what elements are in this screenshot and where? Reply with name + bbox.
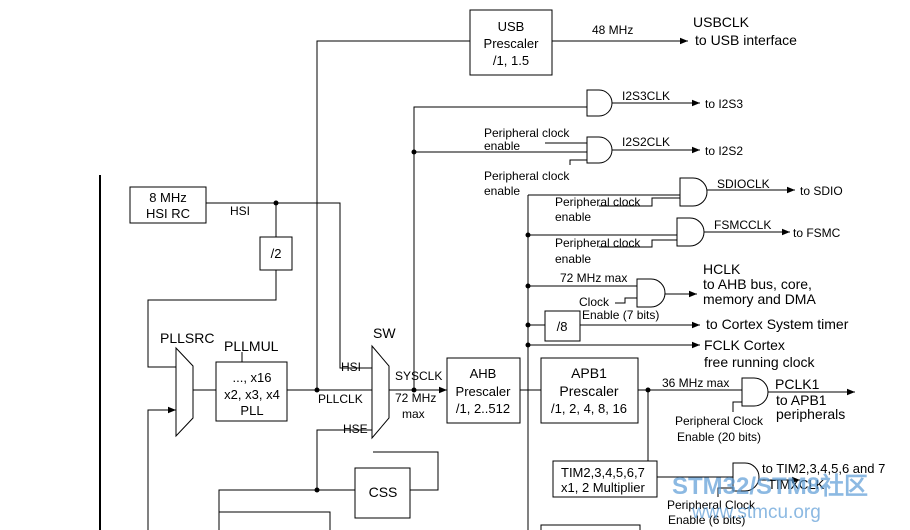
css-block: CSS	[354, 467, 411, 519]
pll-block: ..., x16 x2, x3, x4 PLL	[215, 361, 288, 422]
hsi-rc-block: 8 MHz HSI RC	[129, 186, 207, 224]
sw-label: SW	[373, 325, 396, 341]
hsi-sw-label: HSI	[341, 360, 361, 374]
watermark-url: www.stmcu.org	[691, 502, 821, 523]
usb-prescaler-block: USB Prescaler /1, 1.5	[469, 9, 553, 76]
usb-freq-label: 48 MHz	[592, 23, 633, 37]
fclk-line2: free running clock	[704, 354, 816, 370]
clock-enable-7-line2: Enable (7 bits)	[582, 308, 659, 322]
i2s3-gate	[586, 89, 613, 117]
sysclk-max-line2: max	[402, 407, 425, 421]
pllsrc-mux	[175, 346, 194, 438]
hclk-max-label: 72 MHz max	[560, 271, 627, 285]
usbclk-label: USBCLK	[693, 14, 750, 30]
periph-enable-6-line1: Peripheral Clock	[667, 498, 756, 512]
wires	[147, 37, 855, 530]
fsmcclk-label: FSMCCLK	[714, 218, 771, 232]
div8-block: /8	[544, 310, 581, 342]
clock-enable-7-line1: Clock	[579, 295, 610, 309]
div2-block: /2	[259, 236, 293, 271]
pllsrc-label: PLLSRC	[160, 330, 214, 346]
sysclk-label: SYSCLK	[395, 369, 442, 383]
periph-enable-1-line2: enable	[484, 139, 520, 153]
periph-enable-1-line1: Peripheral clock	[484, 126, 570, 140]
hclk-to-line2: memory and DMA	[703, 291, 816, 307]
i2s2-gate	[586, 136, 613, 164]
pllmul-label: PLLMUL	[224, 338, 279, 354]
apb1-prescaler-block: APB1 Prescaler /1, 2, 4, 8, 16	[540, 357, 639, 424]
to-i2s3-label: to I2S3	[705, 97, 743, 111]
periph-enable-6-line2: Enable (6 bits)	[668, 513, 745, 527]
hsi-rc-line1: 8 MHz	[149, 190, 187, 205]
css-label: CSS	[369, 484, 398, 500]
apb1-prescaler-line2: Prescaler	[559, 383, 618, 399]
to-sdio-label: to SDIO	[800, 184, 843, 198]
pclk1-gate	[741, 377, 769, 407]
apb1-max-label: 36 MHz max	[662, 376, 729, 390]
fsmc-gate	[676, 217, 705, 247]
to-i2s2-label: to I2S2	[705, 144, 743, 158]
cortex-timer-label: to Cortex System timer	[706, 316, 849, 332]
usb-prescaler-line1: USB	[498, 19, 525, 34]
tim-multiplier-line2: x1, 2 Multiplier	[561, 480, 645, 495]
ahb-prescaler-line3: /1, 2..512	[456, 401, 510, 416]
apb1-prescaler-line1: APB1	[571, 365, 607, 381]
tim-multiplier-line1: TIM2,3,4,5,6,7	[561, 465, 645, 480]
hclk-label: HCLK	[703, 261, 741, 277]
div2-label: /2	[271, 246, 282, 261]
i2s2clk-label: I2S2CLK	[622, 135, 670, 149]
hsi-label: HSI	[230, 204, 250, 218]
fclk-line1: FCLK Cortex	[704, 337, 785, 353]
i2s3clk-label: I2S3CLK	[622, 89, 670, 103]
usb-prescaler-line2: Prescaler	[484, 36, 540, 51]
tim-multiplier-block: TIM2,3,4,5,6,7 x1, 2 Multiplier	[552, 460, 658, 498]
pclk1-to-line2: peripherals	[776, 406, 845, 422]
timx-gate	[732, 462, 760, 492]
ahb-prescaler-line1: AHB	[470, 366, 497, 381]
div8-label: /8	[557, 319, 568, 334]
periph-enable-4-line2: enable	[555, 252, 591, 266]
periph-enable-2-line1: Peripheral clock	[484, 169, 570, 183]
ahb-prescaler-block: AHB Prescaler /1, 2..512	[446, 357, 521, 424]
usb-prescaler-line3: /1, 1.5	[493, 53, 529, 68]
periph-enable-2-line2: enable	[484, 184, 520, 198]
timxclk-label: TIMXCLK	[768, 477, 825, 492]
pll-line2: x2, x3, x4	[224, 387, 280, 402]
to-fsmc-label: to FSMC	[793, 226, 841, 240]
junction-dots	[273, 149, 651, 493]
hclk-gate	[636, 278, 666, 308]
watermark-brand: STM32/STM8社区	[672, 472, 868, 500]
pllclk-label: PLLCLK	[318, 392, 363, 406]
pclk1-to-line1: to APB1	[776, 392, 827, 408]
sdio-gate	[679, 177, 708, 207]
usbclk-to-label: to USB interface	[695, 32, 797, 48]
periph-enable-3-line1: Peripheral clock	[555, 195, 641, 209]
hse-label: HSE	[343, 422, 368, 436]
sdioclk-label: SDIOCLK	[717, 177, 770, 191]
periph-enable-3-line2: enable	[555, 210, 591, 224]
pll-line1: ..., x16	[232, 370, 271, 385]
to-tim-label: to TIM2,3,4,5,6 and 7	[762, 461, 885, 476]
periph-enable-20-line2: Enable (20 bits)	[677, 430, 761, 444]
sysclk-max-line1: 72 MHz	[395, 391, 436, 405]
pll-line3: PLL	[240, 403, 263, 418]
periph-enable-20-line1: Peripheral Clock	[675, 414, 764, 428]
hsi-rc-line2: HSI RC	[146, 206, 190, 221]
periph-enable-4-line1: Peripheral clock	[555, 236, 641, 250]
pclk1-label: PCLK1	[775, 376, 820, 392]
ahb-prescaler-line2: Prescaler	[456, 384, 512, 399]
hclk-to-line1: to AHB bus, core,	[703, 276, 812, 292]
apb1-prescaler-line3: /1, 2, 4, 8, 16	[551, 401, 627, 416]
sw-mux	[371, 344, 390, 440]
and-gates	[586, 89, 769, 492]
